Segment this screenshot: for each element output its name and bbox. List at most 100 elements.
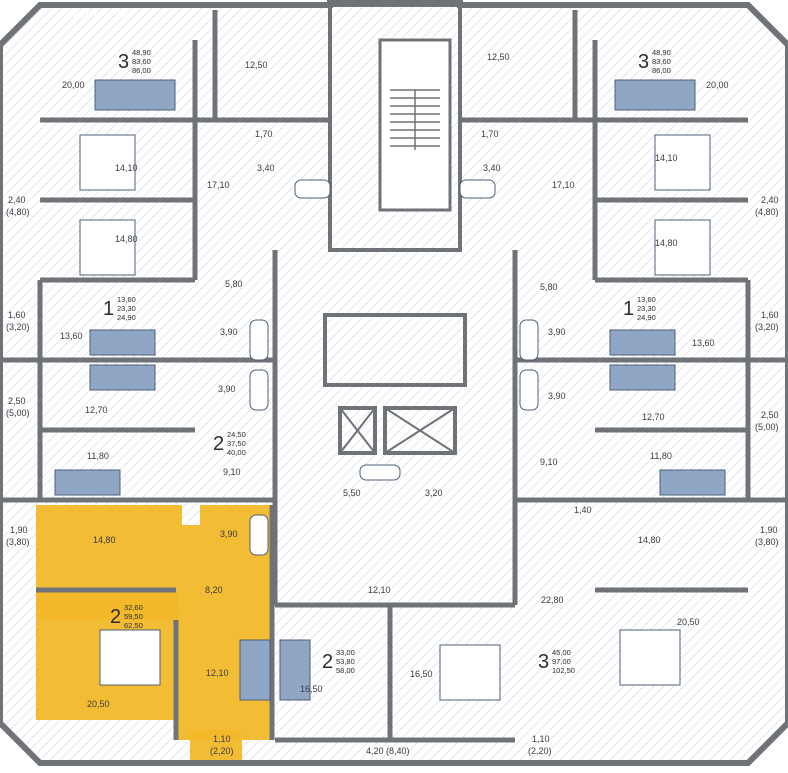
room-area: 2,50 xyxy=(8,396,26,406)
stair-core xyxy=(323,3,467,455)
room-area: 11,80 xyxy=(87,451,109,461)
room-area: 9,10 xyxy=(223,467,241,477)
unit-area-full: 40,00 xyxy=(227,448,246,457)
room-area: 5,50 xyxy=(343,488,361,498)
unit-2-highlighted[interactable]: 2 32,60 59,50 62,50 xyxy=(110,603,143,630)
unit-rooms: 1 xyxy=(623,298,634,320)
unit-rooms: 1 xyxy=(103,298,114,320)
unit-area-full: 58,00 xyxy=(336,666,355,675)
room-area: 1,90 xyxy=(760,525,778,535)
room-area: 12,70 xyxy=(85,405,108,415)
room-area: 20,00 xyxy=(62,80,85,90)
room-area: 12,50 xyxy=(245,60,268,70)
unit-area-living: 45,00 xyxy=(552,648,571,657)
room-area: 9,10 xyxy=(540,457,558,467)
unit-area-total: 97,00 xyxy=(552,657,571,666)
unit-area-total: 83,60 xyxy=(652,57,671,66)
room-labels: 20,00 12,50 1,70 3,40 17,10 14,10 14,80 … xyxy=(6,52,779,756)
unit-area-living: 33,00 xyxy=(336,648,355,657)
unit-area-living: 24,50 xyxy=(227,430,246,439)
room-area: (3,20) xyxy=(755,322,779,332)
room-area: 14,80 xyxy=(93,535,116,545)
room-area: 11,80 xyxy=(650,451,672,461)
room-area: 14,80 xyxy=(638,535,661,545)
unit-area-full: 24,90 xyxy=(117,313,136,322)
room-area: 1,60 xyxy=(8,310,26,320)
unit-area-living: 13,60 xyxy=(637,295,656,304)
unit-area-total: 23,30 xyxy=(637,304,656,313)
unit-3-top-left[interactable]: 3 48,90 83,60 86,00 xyxy=(118,48,151,75)
unit-area-total: 23,30 xyxy=(117,304,136,313)
room-area: 17,10 xyxy=(207,180,230,190)
room-area: 14,10 xyxy=(115,163,138,173)
room-area: 1,90 xyxy=(10,525,28,535)
room-area: 17,10 xyxy=(552,180,575,190)
room-area: (5,00) xyxy=(6,408,30,418)
unit-area-living: 48,90 xyxy=(652,48,671,57)
furniture xyxy=(54,79,726,701)
watermark: ДомКлик • ИМО xyxy=(60,9,134,20)
room-area: 1,10 xyxy=(532,734,550,744)
room-area: 12,70 xyxy=(642,412,665,422)
room-area: 12,50 xyxy=(487,52,510,62)
room-area: 3,90 xyxy=(218,384,236,394)
room-area: 3,90 xyxy=(220,529,238,539)
room-area: 3,40 xyxy=(257,163,275,173)
unit-area-full: 62,50 xyxy=(124,621,143,630)
room-area: 13,60 xyxy=(692,338,715,348)
room-area: 2,40 xyxy=(761,195,779,205)
room-area: (2,20) xyxy=(210,746,234,756)
room-area: 20,50 xyxy=(87,699,110,709)
unit-rooms: 2 xyxy=(322,651,333,673)
room-area: 2,50 xyxy=(761,410,779,420)
room-area: 1,70 xyxy=(481,129,499,139)
unit-2-bottom-center[interactable]: 2 33,00 53,80 58,00 xyxy=(322,648,355,675)
room-area: 16,50 xyxy=(300,684,323,694)
room-area: (3,20) xyxy=(6,322,30,332)
unit-area-living: 13,60 xyxy=(117,295,136,304)
unit-area-total: 37,50 xyxy=(227,439,246,448)
room-area: 20,50 xyxy=(677,617,700,627)
room-area: (4,80) xyxy=(755,207,779,217)
room-area: 3,20 xyxy=(425,488,443,498)
walls xyxy=(0,10,788,743)
room-area: 1,40 xyxy=(574,505,592,515)
room-area: (5,00) xyxy=(755,422,779,432)
unit-area-full: 86,00 xyxy=(132,66,151,75)
unit-rooms: 3 xyxy=(118,51,129,73)
room-area: 1,70 xyxy=(255,129,273,139)
unit-rooms: 2 xyxy=(213,433,224,455)
room-area: 3,90 xyxy=(548,327,566,337)
room-area: 1,10 xyxy=(213,734,231,744)
room-area: 8,20 xyxy=(205,585,223,595)
unit-area-total: 83,60 xyxy=(132,57,151,66)
unit-area-full: 24,90 xyxy=(637,313,656,322)
unit-area-full: 102,50 xyxy=(552,666,575,675)
room-area: 5,80 xyxy=(540,282,558,292)
unit-3-bottom-right[interactable]: 3 45,00 97,00 102,50 xyxy=(538,648,575,675)
room-area: 1,60 xyxy=(761,310,779,320)
room-area: 14,80 xyxy=(655,238,678,248)
unit-1-left[interactable]: 1 13,60 23,30 24,90 xyxy=(103,295,136,322)
unit-area-total: 53,80 xyxy=(336,657,355,666)
room-area: 20,00 xyxy=(706,80,729,90)
room-area: 3,40 xyxy=(483,163,501,173)
unit-area-total: 59,50 xyxy=(124,612,143,621)
room-area: (2,20) xyxy=(528,746,552,756)
room-area: (3,80) xyxy=(755,537,779,547)
unit-3-top-right[interactable]: 3 48,90 83,60 86,00 xyxy=(638,48,671,75)
room-area: (4,80) xyxy=(6,207,30,217)
room-area: 14,80 xyxy=(115,234,138,244)
unit-rooms: 3 xyxy=(638,51,649,73)
room-area: 3,90 xyxy=(548,391,566,401)
room-area: 14,10 xyxy=(655,153,678,163)
room-area: 2,40 xyxy=(8,195,26,205)
room-area: 3,90 xyxy=(220,327,238,337)
unit-area-living: 48,90 xyxy=(132,48,151,57)
unit-2-left-middle[interactable]: 2 24,50 37,50 40,00 xyxy=(213,430,246,457)
room-area: 13,60 xyxy=(60,331,83,341)
room-area: 16,50 xyxy=(410,669,433,679)
unit-1-right[interactable]: 1 13,60 23,30 24,90 xyxy=(623,295,656,322)
